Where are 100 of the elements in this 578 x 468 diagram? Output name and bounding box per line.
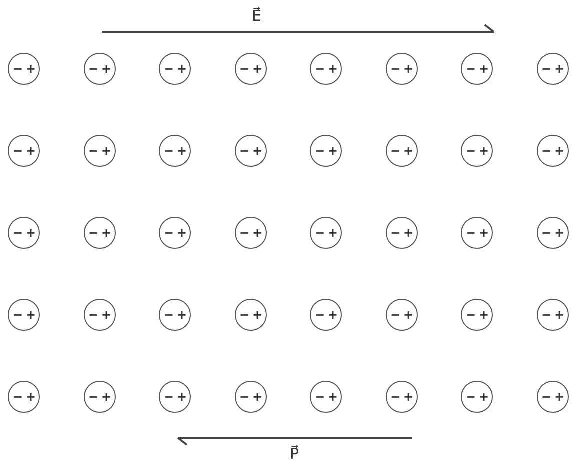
minus-sign: − xyxy=(88,61,99,77)
plus-sign: + xyxy=(252,225,263,241)
dipole-circle xyxy=(536,381,568,413)
minus-sign: − xyxy=(88,307,99,323)
plus-sign: + xyxy=(479,61,490,77)
minus-sign: − xyxy=(164,225,174,241)
dipole-circle xyxy=(8,135,40,167)
minus-sign: − xyxy=(315,307,326,323)
plus-sign: + xyxy=(479,225,490,241)
dipole-circle xyxy=(386,217,418,249)
dipole-circle xyxy=(159,299,191,331)
plus-sign: + xyxy=(252,389,263,405)
minus-sign: − xyxy=(466,225,476,241)
dipole-circle xyxy=(461,135,493,167)
dipole-circle xyxy=(536,135,568,167)
plus-sign: + xyxy=(177,225,188,241)
minus-sign: − xyxy=(315,225,326,241)
plus-sign: + xyxy=(26,389,36,405)
plus-sign: + xyxy=(102,225,112,241)
plus-sign: + xyxy=(252,143,263,159)
plus-sign: + xyxy=(26,225,36,241)
plus-sign: + xyxy=(26,61,36,77)
plus-sign: + xyxy=(177,143,188,159)
plus-sign: + xyxy=(328,225,338,241)
plus-sign: + xyxy=(102,61,112,77)
dipole-circle xyxy=(310,217,342,249)
plus-sign: + xyxy=(328,143,338,159)
plus-sign: + xyxy=(554,307,565,323)
dipole-circle xyxy=(8,53,40,85)
plus-sign: + xyxy=(102,143,112,159)
dipole-circle xyxy=(159,53,191,85)
minus-sign: − xyxy=(542,143,552,159)
dipole-circle xyxy=(386,53,418,85)
plus-sign: + xyxy=(252,61,263,77)
dipole-circle xyxy=(84,135,116,167)
dipole-circle xyxy=(386,381,418,413)
dipole-circle xyxy=(310,299,342,331)
plus-sign: + xyxy=(328,389,338,405)
dipole-circle xyxy=(8,381,40,413)
dipole-circle xyxy=(386,299,418,331)
field-label: E⃗ xyxy=(252,6,262,26)
plus-sign: + xyxy=(328,307,338,323)
plus-sign: + xyxy=(404,389,414,405)
minus-sign: − xyxy=(240,307,250,323)
plus-sign: + xyxy=(404,61,414,77)
dipole-circle xyxy=(234,135,266,167)
minus-sign: − xyxy=(542,61,552,77)
dipole-circle xyxy=(536,299,568,331)
minus-sign: − xyxy=(315,61,326,77)
minus-sign: − xyxy=(13,307,24,323)
plus-sign: + xyxy=(26,307,36,323)
minus-sign: − xyxy=(542,389,552,405)
dipole-circle xyxy=(461,53,493,85)
plus-sign: + xyxy=(26,143,36,159)
polarization-label: P⃗ xyxy=(290,444,300,464)
plus-sign: + xyxy=(328,61,338,77)
minus-sign: − xyxy=(164,389,174,405)
dipole-circle xyxy=(461,381,493,413)
minus-sign: − xyxy=(542,225,552,241)
minus-sign: − xyxy=(390,143,401,159)
minus-sign: − xyxy=(542,307,552,323)
dipole-circle xyxy=(234,381,266,413)
dipole-circle xyxy=(8,217,40,249)
plus-sign: + xyxy=(479,389,490,405)
dipole-circle xyxy=(159,135,191,167)
minus-sign: − xyxy=(315,389,326,405)
plus-sign: + xyxy=(479,143,490,159)
plus-sign: + xyxy=(554,225,565,241)
dipole-circle xyxy=(234,53,266,85)
minus-sign: − xyxy=(466,61,476,77)
plus-sign: + xyxy=(177,61,188,77)
plus-sign: + xyxy=(554,61,565,77)
minus-sign: − xyxy=(88,389,99,405)
minus-sign: − xyxy=(13,225,24,241)
minus-sign: − xyxy=(315,143,326,159)
minus-sign: − xyxy=(240,143,250,159)
minus-sign: − xyxy=(240,225,250,241)
plus-sign: + xyxy=(404,143,414,159)
minus-sign: − xyxy=(164,143,174,159)
minus-sign: − xyxy=(88,143,99,159)
plus-sign: + xyxy=(404,307,414,323)
minus-sign: − xyxy=(390,61,401,77)
dipole-circle xyxy=(84,53,116,85)
plus-sign: + xyxy=(554,143,565,159)
dipole-circle xyxy=(386,135,418,167)
dipole-circle xyxy=(310,381,342,413)
minus-sign: − xyxy=(390,225,401,241)
plus-sign: + xyxy=(252,307,263,323)
minus-sign: − xyxy=(88,225,99,241)
dipole-circle xyxy=(310,53,342,85)
plus-sign: + xyxy=(102,307,112,323)
dipole-circle xyxy=(536,217,568,249)
dipole-circle xyxy=(461,217,493,249)
dipole-circle xyxy=(310,135,342,167)
minus-sign: − xyxy=(390,389,401,405)
dipole-circle xyxy=(461,299,493,331)
plus-sign: + xyxy=(479,307,490,323)
dipole-circle xyxy=(8,299,40,331)
plus-sign: + xyxy=(102,389,112,405)
plus-sign: + xyxy=(404,225,414,241)
